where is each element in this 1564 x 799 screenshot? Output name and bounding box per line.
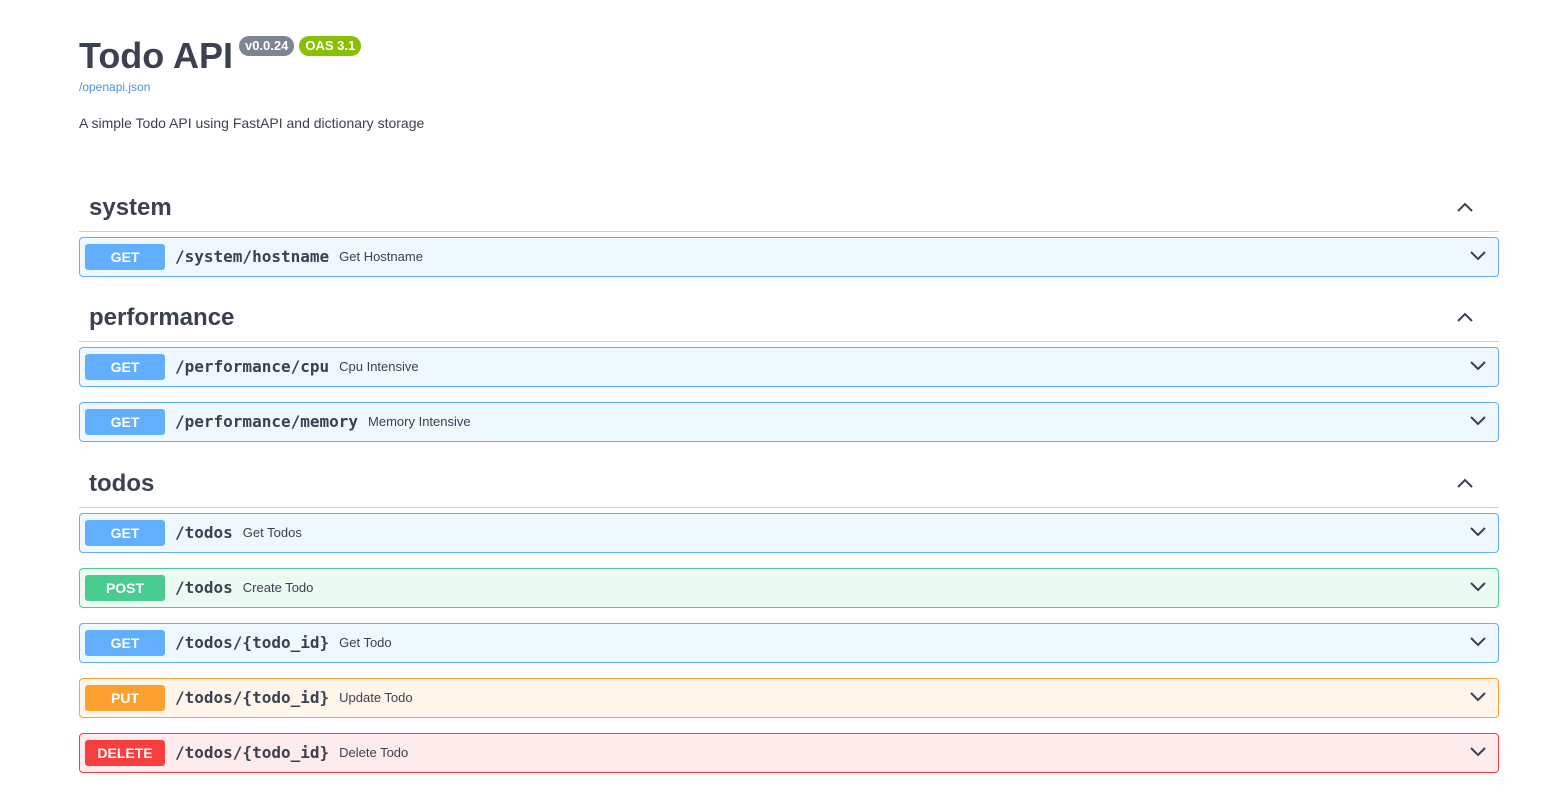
path-text: /todos bbox=[175, 578, 233, 597]
chevron-up-icon bbox=[1457, 202, 1473, 212]
operation-path: /todos Get Todos bbox=[175, 523, 302, 544]
tag-header-performance[interactable]: performance bbox=[79, 298, 1499, 342]
chevron-down-icon bbox=[1470, 582, 1486, 592]
method-badge: POST bbox=[85, 575, 165, 601]
chevron-down-icon bbox=[1470, 637, 1486, 647]
operation-summary: Get Todos bbox=[242, 525, 302, 540]
oas-badge: OAS 3.1 bbox=[299, 36, 362, 56]
api-description: A simple Todo API using FastAPI and dict… bbox=[79, 115, 425, 131]
method-badge: GET bbox=[85, 354, 165, 380]
operation-summary: Cpu Intensive bbox=[339, 359, 419, 374]
method-badge: DELETE bbox=[85, 740, 165, 766]
operation-get-system-hostname[interactable]: GET /system/hostname Get Hostname bbox=[79, 237, 1499, 277]
operation-put-todo-by-id[interactable]: PUT /todos/{todo_id} Update Todo bbox=[79, 678, 1499, 718]
operation-summary: Create Todo bbox=[242, 580, 314, 595]
operation-summary: Memory Intensive bbox=[368, 414, 471, 429]
path-text: /todos/{todo_id} bbox=[175, 633, 330, 652]
operation-summary: Update Todo bbox=[339, 690, 413, 705]
chevron-down-icon bbox=[1470, 361, 1486, 371]
chevron-up-icon bbox=[1457, 478, 1473, 488]
path-text: /performance/cpu bbox=[175, 357, 330, 376]
method-badge: GET bbox=[85, 520, 165, 546]
operation-summary: Delete Todo bbox=[339, 745, 409, 760]
path-text: /todos/{todo_id} bbox=[175, 688, 330, 707]
operation-post-todos[interactable]: POST /todos Create Todo bbox=[79, 568, 1499, 608]
tag-name: performance bbox=[89, 304, 235, 331]
chevron-down-icon bbox=[1470, 416, 1486, 426]
version-badge: v0.0.24 bbox=[238, 36, 295, 56]
title-row: Todo API v0.0.24 OAS 3.1 bbox=[79, 35, 362, 76]
tag-header-todos[interactable]: todos bbox=[79, 464, 1499, 508]
method-badge: GET bbox=[85, 409, 165, 435]
operation-path: /performance/cpu Cpu Intensive bbox=[175, 357, 419, 378]
tag-name: todos bbox=[89, 470, 155, 497]
chevron-down-icon bbox=[1470, 747, 1486, 757]
path-text: /todos/{todo_id} bbox=[175, 743, 330, 762]
tag-name: system bbox=[89, 194, 172, 221]
operation-path: /system/hostname Get Hostname bbox=[175, 247, 423, 268]
chevron-up-icon bbox=[1457, 312, 1473, 322]
method-badge: GET bbox=[85, 630, 165, 656]
operation-path: /todos/{todo_id} Get Todo bbox=[175, 633, 392, 654]
method-badge: PUT bbox=[85, 685, 165, 711]
operation-get-todo-by-id[interactable]: GET /todos/{todo_id} Get Todo bbox=[79, 623, 1499, 663]
operation-path: /performance/memory Memory Intensive bbox=[175, 412, 471, 433]
path-text: /todos bbox=[175, 523, 233, 542]
tag-header-system[interactable]: system bbox=[79, 188, 1499, 232]
operation-delete-todo-by-id[interactable]: DELETE /todos/{todo_id} Delete Todo bbox=[79, 733, 1499, 773]
path-text: /system/hostname bbox=[175, 247, 330, 266]
operation-get-performance-memory[interactable]: GET /performance/memory Memory Intensive bbox=[79, 402, 1499, 442]
operation-path: /todos/{todo_id} Update Todo bbox=[175, 688, 413, 709]
chevron-down-icon bbox=[1470, 692, 1486, 702]
operation-path: /todos/{todo_id} Delete Todo bbox=[175, 743, 408, 764]
operation-path: /todos Create Todo bbox=[175, 578, 313, 599]
path-text: /performance/memory bbox=[175, 412, 359, 431]
operation-summary: Get Hostname bbox=[339, 249, 423, 264]
operation-summary: Get Todo bbox=[339, 635, 392, 650]
chevron-down-icon bbox=[1470, 251, 1486, 261]
page-title: Todo API bbox=[79, 35, 233, 76]
chevron-down-icon bbox=[1470, 527, 1486, 537]
method-badge: GET bbox=[85, 244, 165, 270]
operation-get-todos[interactable]: GET /todos Get Todos bbox=[79, 513, 1499, 553]
openapi-spec-link[interactable]: /openapi.json bbox=[79, 80, 151, 94]
operation-get-performance-cpu[interactable]: GET /performance/cpu Cpu Intensive bbox=[79, 347, 1499, 387]
